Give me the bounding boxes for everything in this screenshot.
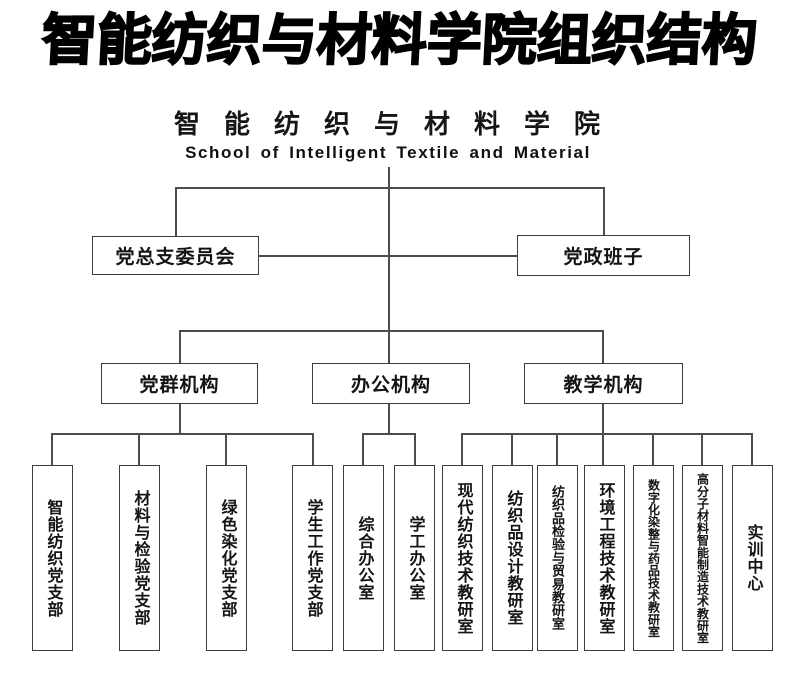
leaf-label: 智能纺织党支部	[44, 498, 62, 618]
box-green-dyeing-party-branch: 绿色染化党支部	[206, 465, 247, 651]
college-name-en: School of Intelligent Textile and Materi…	[185, 143, 591, 162]
leaf-label: 现代纺织技术教研室	[454, 481, 472, 635]
college-name-header: 智能纺织与材料学院 School of Intelligent Textile …	[68, 108, 708, 163]
box-party-mass-orgs: 党群机构	[101, 363, 258, 404]
box-party-admin-team-label: 党政班子	[563, 247, 644, 268]
box-textile-design-teaching-office: 纺织品设计教研室	[492, 465, 533, 651]
box-polymer-intelligent-manufacturing-teaching-office: 高分子材料智能制造技术教研室	[682, 465, 723, 651]
leaf-label: 纺织品设计教研室	[504, 490, 522, 626]
box-party-general-committee-label: 党总支委员会	[115, 247, 236, 268]
college-name-cn: 智能纺织与材料学院	[173, 109, 624, 139]
box-teaching-orgs: 教学机构	[524, 363, 683, 404]
box-material-inspection-party-branch: 材料与检验党支部	[119, 465, 160, 651]
box-office-orgs-label: 办公机构	[350, 375, 431, 396]
box-modern-textile-tech-teaching-office: 现代纺织技术教研室	[442, 465, 483, 651]
box-training-center: 实训中心	[732, 465, 773, 651]
leaf-label: 数字化染整与药品技术教研室	[646, 478, 661, 638]
leaf-label: 学生工作党支部	[304, 498, 322, 618]
box-general-office: 综合办公室	[343, 465, 384, 651]
box-teaching-orgs-label: 教学机构	[563, 375, 644, 396]
leaf-label: 高分子材料智能制造技术教研室	[695, 472, 710, 644]
leaf-label: 综合办公室	[355, 515, 373, 601]
box-party-mass-orgs-label: 党群机构	[139, 375, 220, 396]
leaf-label: 纺织品检验与贸易教研室	[550, 485, 565, 631]
leaf-label: 材料与检验党支部	[131, 490, 149, 626]
box-environmental-engineering-teaching-office: 环境工程技术教研室	[584, 465, 625, 651]
box-intelligent-textile-party-branch: 智能纺织党支部	[32, 465, 73, 651]
box-student-affairs-office: 学工办公室	[394, 465, 435, 651]
box-digital-dyeing-pharma-teaching-office: 数字化染整与药品技术教研室	[633, 465, 674, 651]
box-office-orgs: 办公机构	[312, 363, 470, 404]
leaf-label: 环境工程技术教研室	[596, 481, 614, 635]
box-party-admin-team: 党政班子	[517, 235, 690, 276]
leaf-label: 绿色染化党支部	[218, 498, 236, 618]
box-party-general-committee: 党总支委员会	[92, 236, 259, 275]
box-student-work-party-branch: 学生工作党支部	[292, 465, 333, 651]
leaf-label: 实训中心	[744, 524, 762, 592]
leaf-label: 学工办公室	[406, 515, 424, 601]
box-textile-inspection-trade-teaching-office: 纺织品检验与贸易教研室	[537, 465, 578, 651]
